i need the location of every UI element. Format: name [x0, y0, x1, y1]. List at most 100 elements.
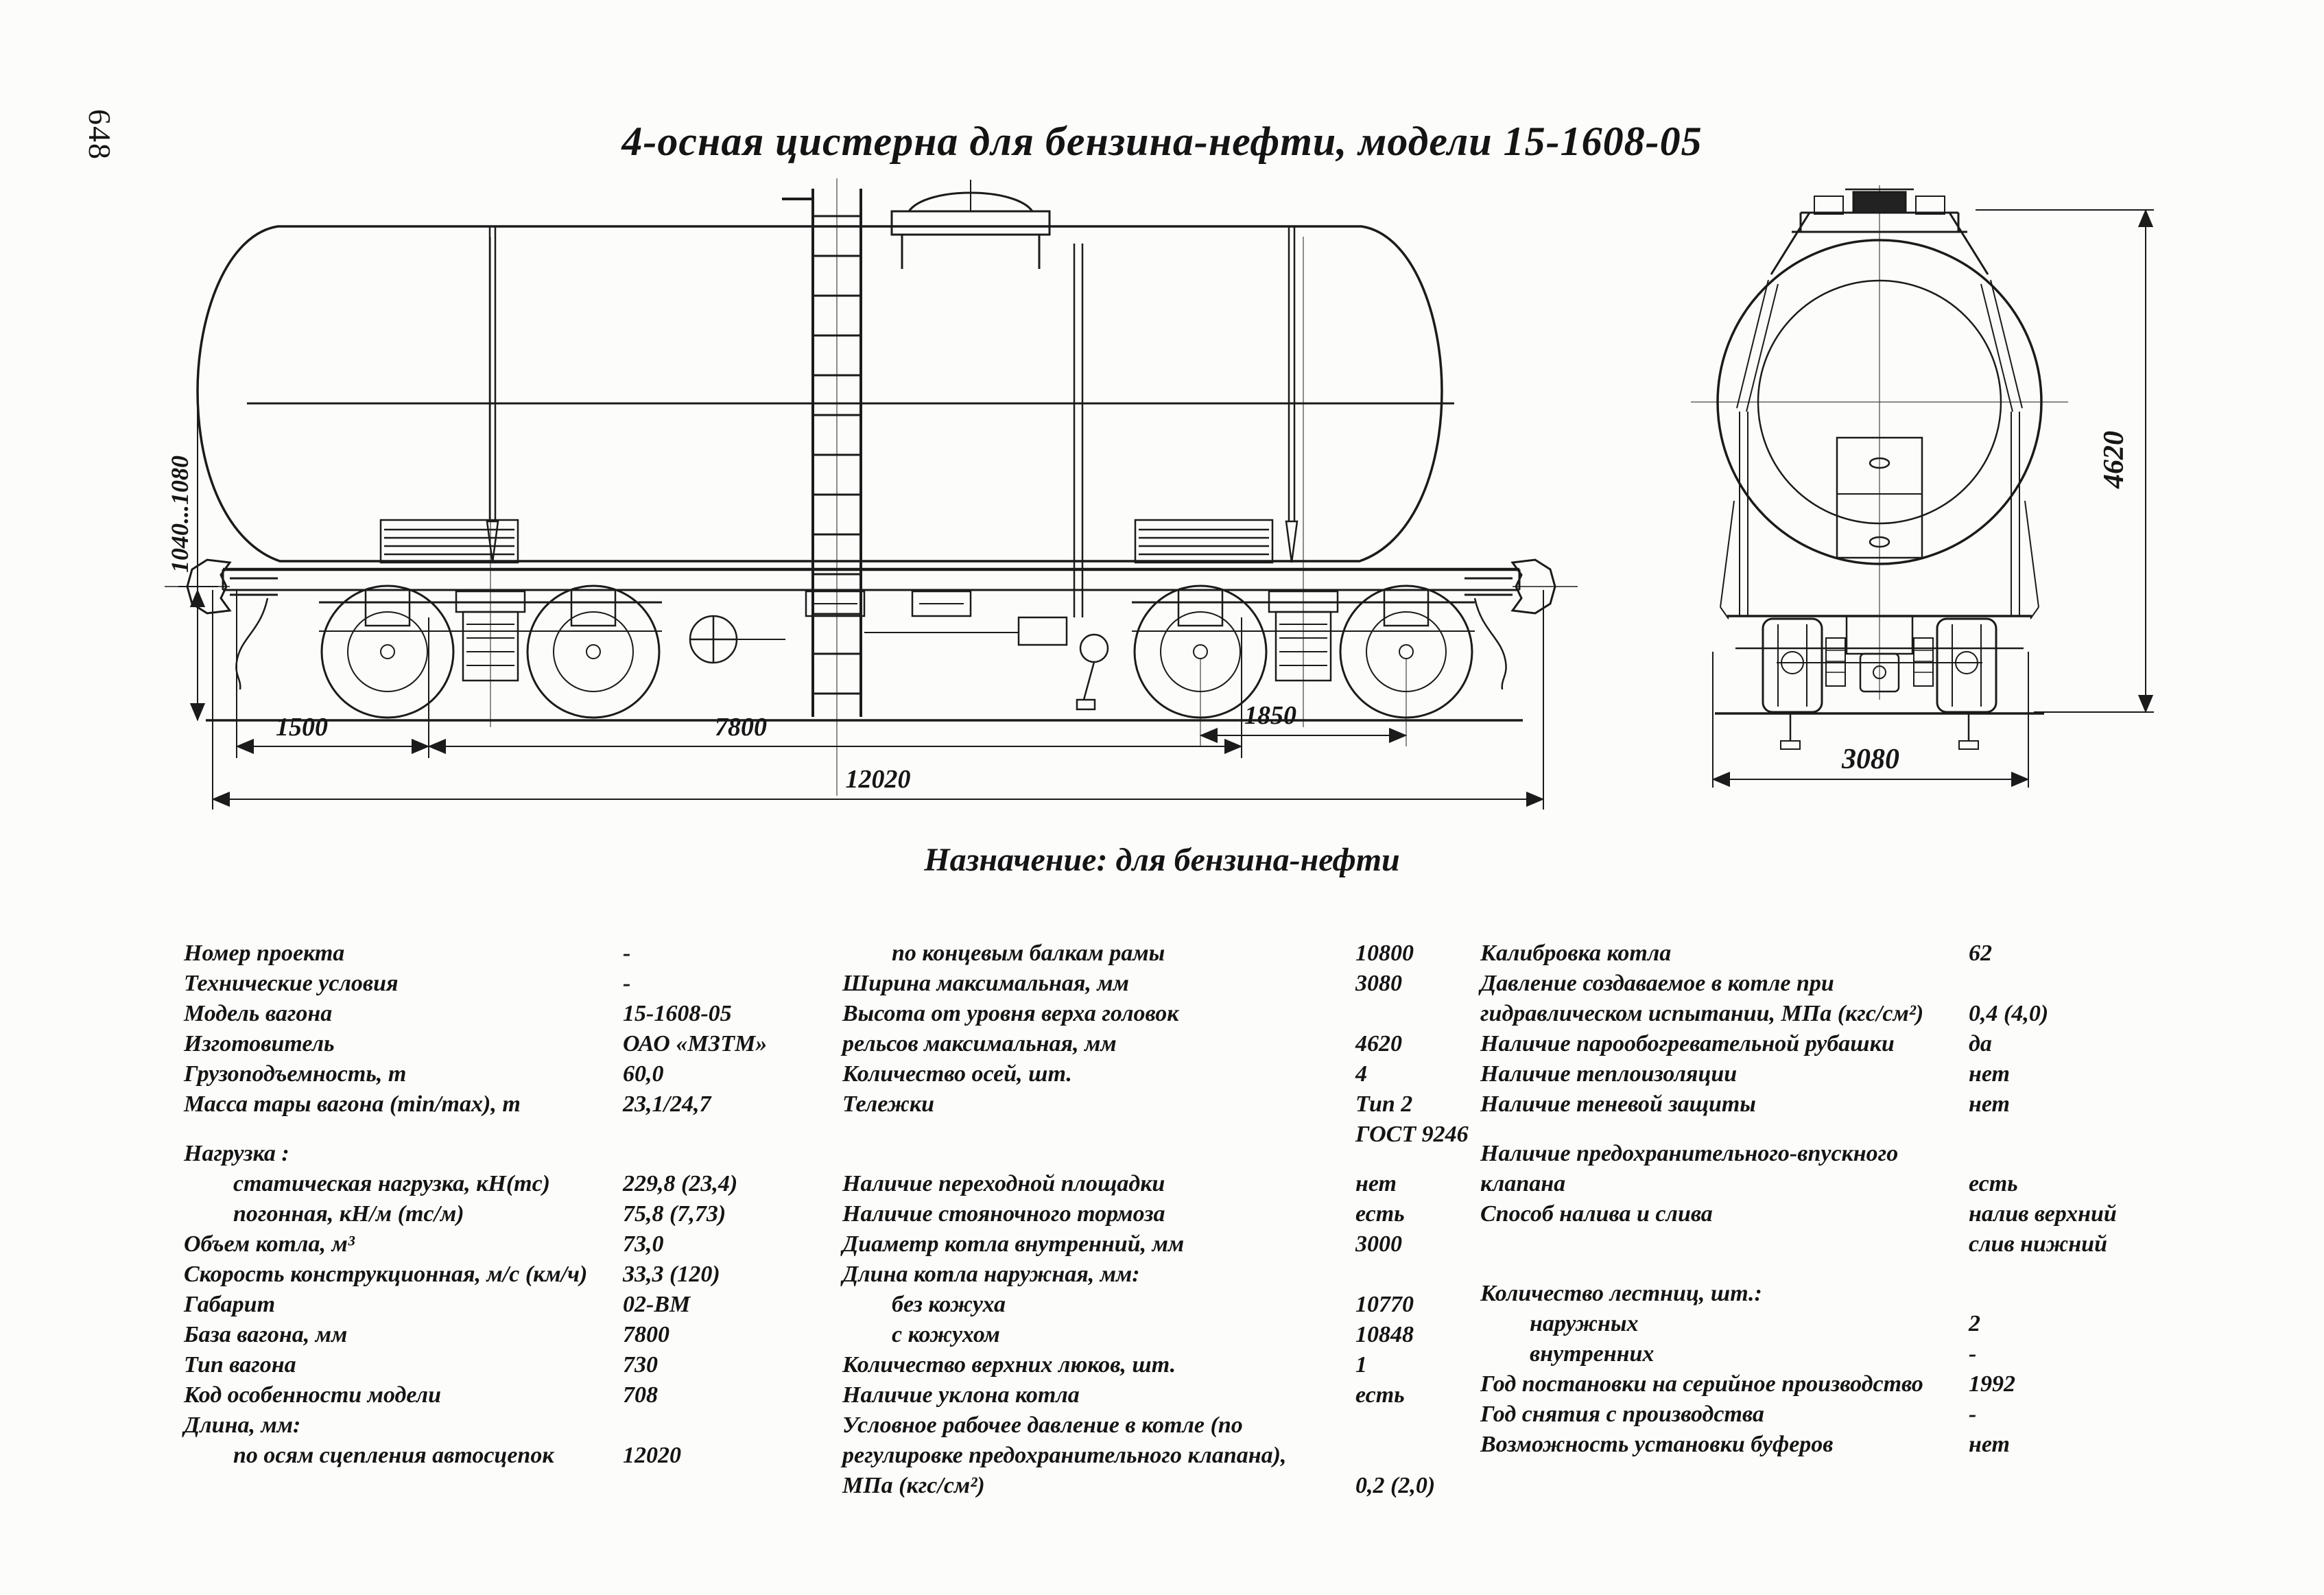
- spec-label: Способ налива и слива: [1480, 1201, 1713, 1227]
- bogie-left: [319, 584, 662, 719]
- spec-value: 73,0: [623, 1231, 664, 1257]
- spec-value: 3000: [1355, 1231, 1402, 1257]
- spec-value: 2: [1969, 1311, 1980, 1336]
- purpose-line: Назначение: для бензина-нефти: [924, 842, 1400, 878]
- spec-row: Год снятия с производства-: [1480, 1399, 2262, 1430]
- tank-shell: [196, 225, 1454, 563]
- spec-value: 7800: [623, 1322, 669, 1347]
- spec-value: да: [1969, 1031, 1992, 1056]
- spec-value: 730: [623, 1352, 658, 1378]
- spec-label: погонная, кН/м (тс/м): [233, 1201, 464, 1227]
- spec-value: -: [1969, 1402, 1977, 1427]
- spec-label: с кожухом: [892, 1322, 1000, 1347]
- spec-value: налив верхний слив нижний: [1969, 1201, 2117, 1257]
- brake-rigging: [689, 615, 1109, 711]
- spec-label: Наличие теплоизоляции: [1480, 1061, 1738, 1087]
- spec-row: Количество осей, шт.4: [842, 1059, 1535, 1089]
- spec-row: Давление создаваемое в котле при: [1480, 969, 2262, 999]
- spec-row: Масса тары вагона (min/max), т 23,1/24,7: [184, 1089, 829, 1120]
- dim-3080: 3080: [1841, 744, 1899, 775]
- spec-label: Наличие теневой защиты: [1480, 1091, 1756, 1117]
- tank-car-end-view-drawing: 4620 3080: [1674, 172, 2195, 796]
- spec-value: 10770: [1355, 1292, 1414, 1317]
- spec-value: 10800: [1355, 941, 1414, 966]
- spec-value: 0,2 (2,0): [1355, 1473, 1436, 1498]
- spec-row: без кожуха 10770: [842, 1290, 1535, 1320]
- spec-row: Наличие переходной площадки нет: [842, 1169, 1535, 1199]
- spec-label: Наличие переходной площадки: [842, 1171, 1165, 1196]
- side-ladder-rails: [1720, 279, 2039, 619]
- center-pipe-box: [1836, 436, 1923, 559]
- spec-value: есть: [1969, 1171, 2018, 1196]
- spec-label: по концевым балкам рамы: [892, 941, 1165, 966]
- spec-label: Ширина максимальная, мм: [842, 971, 1129, 996]
- spec-row: Длина, мм:: [184, 1410, 829, 1441]
- spec-label: Нагрузка :: [184, 1141, 289, 1166]
- dimension-lines: [1711, 209, 2154, 788]
- tank-straps: [486, 226, 1299, 563]
- spec-label: Количество лестниц, шт.:: [1480, 1281, 1762, 1306]
- spec-row: Высота от уровня верха головок: [842, 999, 1535, 1029]
- spec-value: нет: [1355, 1171, 1397, 1196]
- spec-label: по осям сцепления автосцепок: [233, 1443, 554, 1468]
- spec-label: Скорость конструкционная, м/с (км/ч): [184, 1262, 588, 1287]
- spec-label: Год постановки на серийное производство: [1480, 1371, 1923, 1397]
- wheel: [1339, 584, 1473, 719]
- hatch-cap: [1852, 191, 1907, 214]
- ladder: [782, 189, 862, 717]
- spec-label: без кожуха: [892, 1292, 1006, 1317]
- spec-label: внутренних: [1530, 1341, 1655, 1367]
- spec-row: погонная, кН/м (тс/м) 75,8 (7,73): [184, 1199, 829, 1229]
- spec-value: нет: [1969, 1432, 2010, 1457]
- spec-label: Условное рабочее давление в котле (по: [842, 1413, 1243, 1438]
- spec-value: 75,8 (7,73): [623, 1201, 726, 1227]
- spec-value: 15-1608-05: [623, 1001, 732, 1026]
- spec-label: Калибровка котла: [1480, 941, 1672, 966]
- hatch-dome: [890, 180, 1084, 617]
- spec-label: Диаметр котла внутренний, мм: [842, 1231, 1185, 1257]
- centerlines: [1691, 185, 2068, 700]
- spec-row: Номер проекта-: [184, 938, 829, 969]
- spec-label: Код особенности модели: [184, 1382, 441, 1408]
- spec-label: Наличие предохранительного-впускного: [1480, 1141, 1899, 1166]
- spec-value: 23,1/24,7: [623, 1091, 711, 1117]
- top-platform-hatch: [1770, 188, 1989, 275]
- spec-row: Год постановки на серийное производство 1…: [1480, 1369, 2262, 1399]
- spring-nest: [1274, 611, 1332, 682]
- spec-value: -: [623, 971, 631, 996]
- spec-row: по концевым балкам рамы 10800: [842, 938, 1535, 969]
- spec-row: МПа (кгс/см²)0,2 (2,0): [842, 1471, 1535, 1501]
- spec-label: Грузоподъемность, т: [184, 1061, 407, 1087]
- spec-value: 02-ВМ: [623, 1292, 691, 1317]
- spec-label: Давление создаваемое в котле при: [1480, 971, 1834, 996]
- spec-row: Технические условия-: [184, 969, 829, 999]
- spec-value: 1992: [1969, 1371, 2015, 1397]
- spec-value: 1: [1355, 1352, 1367, 1378]
- spec-row: внутренних-: [1480, 1339, 2262, 1369]
- spec-row: регулировке предохранительного клапана),: [842, 1441, 1535, 1471]
- spec-label: Наличие уклона котла: [842, 1382, 1080, 1408]
- spec-label: Модель вагона: [184, 1001, 333, 1026]
- underframe: [222, 567, 1521, 617]
- spec-label: Объем котла, м³: [184, 1231, 355, 1257]
- spec-label: Высота от уровня верха головок: [842, 1001, 1179, 1026]
- spec-label: Тележки: [842, 1091, 934, 1117]
- spec-value: 33,3 (120): [623, 1262, 720, 1287]
- spec-label: Масса тары вагона (min/max), т: [184, 1091, 521, 1117]
- spec-row: Нагрузка :: [184, 1139, 829, 1169]
